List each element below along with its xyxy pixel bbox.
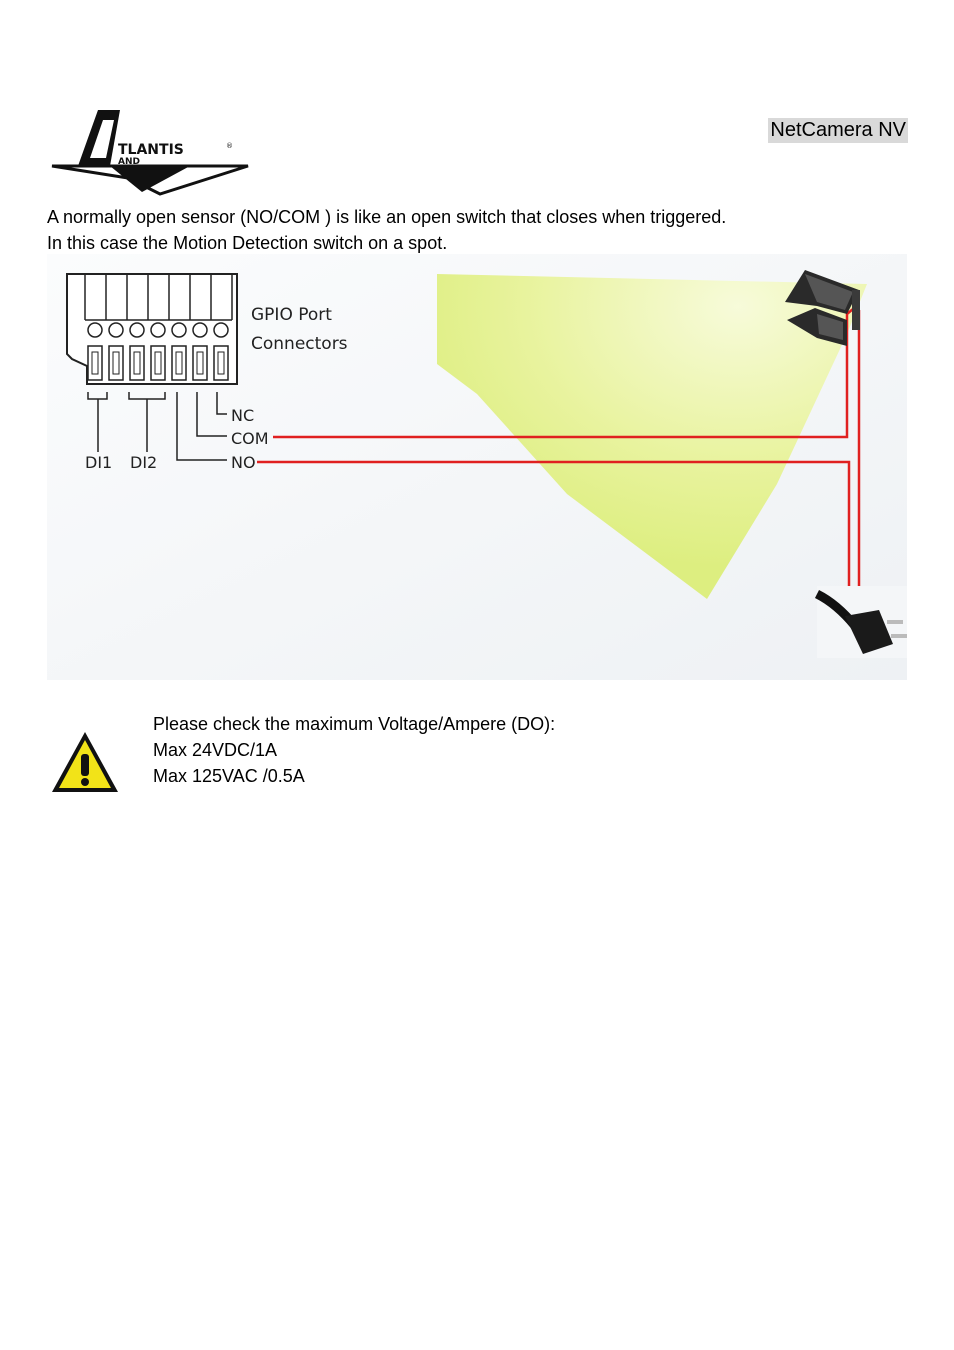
pin-label-com: COM [231, 429, 269, 448]
intro-paragraph: A normally open sensor (NO/COM ) is like… [47, 204, 909, 256]
pin-label-nc: NC [231, 406, 254, 425]
warning-line-3: Max 125VAC /0.5A [153, 766, 305, 786]
atlantis-land-logo: TLANTIS ® AND [51, 110, 249, 196]
spotlight-icon [785, 270, 860, 346]
logo-text-tlantis: TLANTIS [118, 142, 184, 158]
warning-triangle-icon [52, 732, 118, 792]
input-label-di1: DI1 [85, 453, 112, 472]
logo-text-and: AND [118, 157, 140, 167]
document-title: NetCamera NV [768, 118, 908, 143]
logo-registered-mark: ® [226, 142, 233, 150]
intro-line-2: In this case the Motion Detection switch… [47, 233, 448, 253]
intro-line-1: A normally open sensor (NO/COM ) is like… [47, 207, 727, 227]
input-label-di2: DI2 [130, 453, 157, 472]
gpio-wiring-diagram: GPIO Port Connectors NC COM NO DI1 DI2 [47, 254, 907, 680]
warning-note: Please check the maximum Voltage/Ampere … [153, 711, 555, 789]
power-plug-icon [814, 586, 907, 658]
pin-label-no: NO [231, 453, 256, 472]
gpio-connector-block [66, 273, 238, 385]
gpio-title-line-1: GPIO Port [251, 305, 332, 325]
gpio-title-line-2: Connectors [251, 334, 348, 354]
warning-line-2: Max 24VDC/1A [153, 740, 278, 760]
pin-bracket-lines [87, 392, 227, 461]
warning-line-1: Please check the maximum Voltage/Ampere … [153, 714, 556, 734]
